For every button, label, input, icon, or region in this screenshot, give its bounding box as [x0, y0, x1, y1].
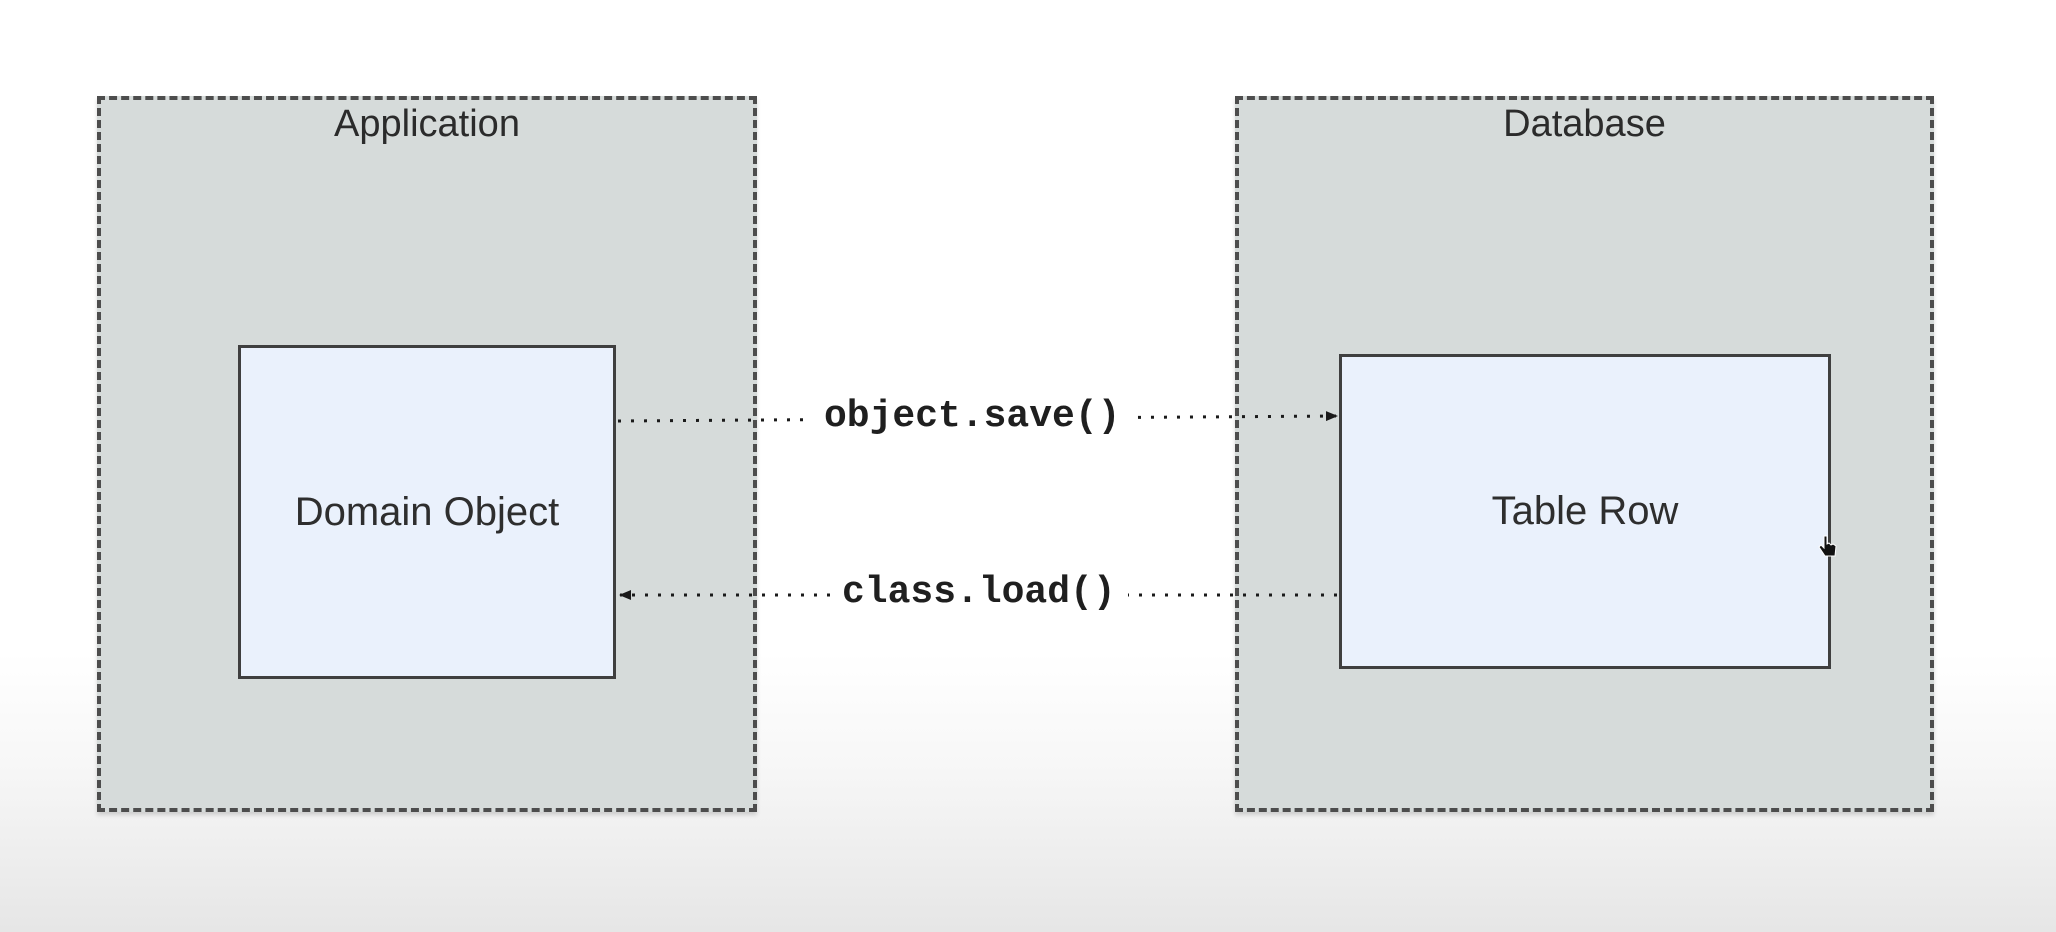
domain-object-box: Domain Object: [238, 345, 616, 679]
table-row-box: Table Row: [1339, 354, 1831, 669]
save-method-label: object.save(): [812, 393, 1133, 441]
domain-object-label: Domain Object: [294, 489, 560, 534]
hand-cursor-icon: [1818, 535, 1837, 557]
table-row-label: Table Row: [1491, 489, 1679, 533]
save-arrow: [617, 411, 1338, 423]
database-title: Database: [1503, 103, 1666, 145]
load-method-label: class.load(): [830, 569, 1128, 617]
application-title: Application: [334, 103, 520, 145]
